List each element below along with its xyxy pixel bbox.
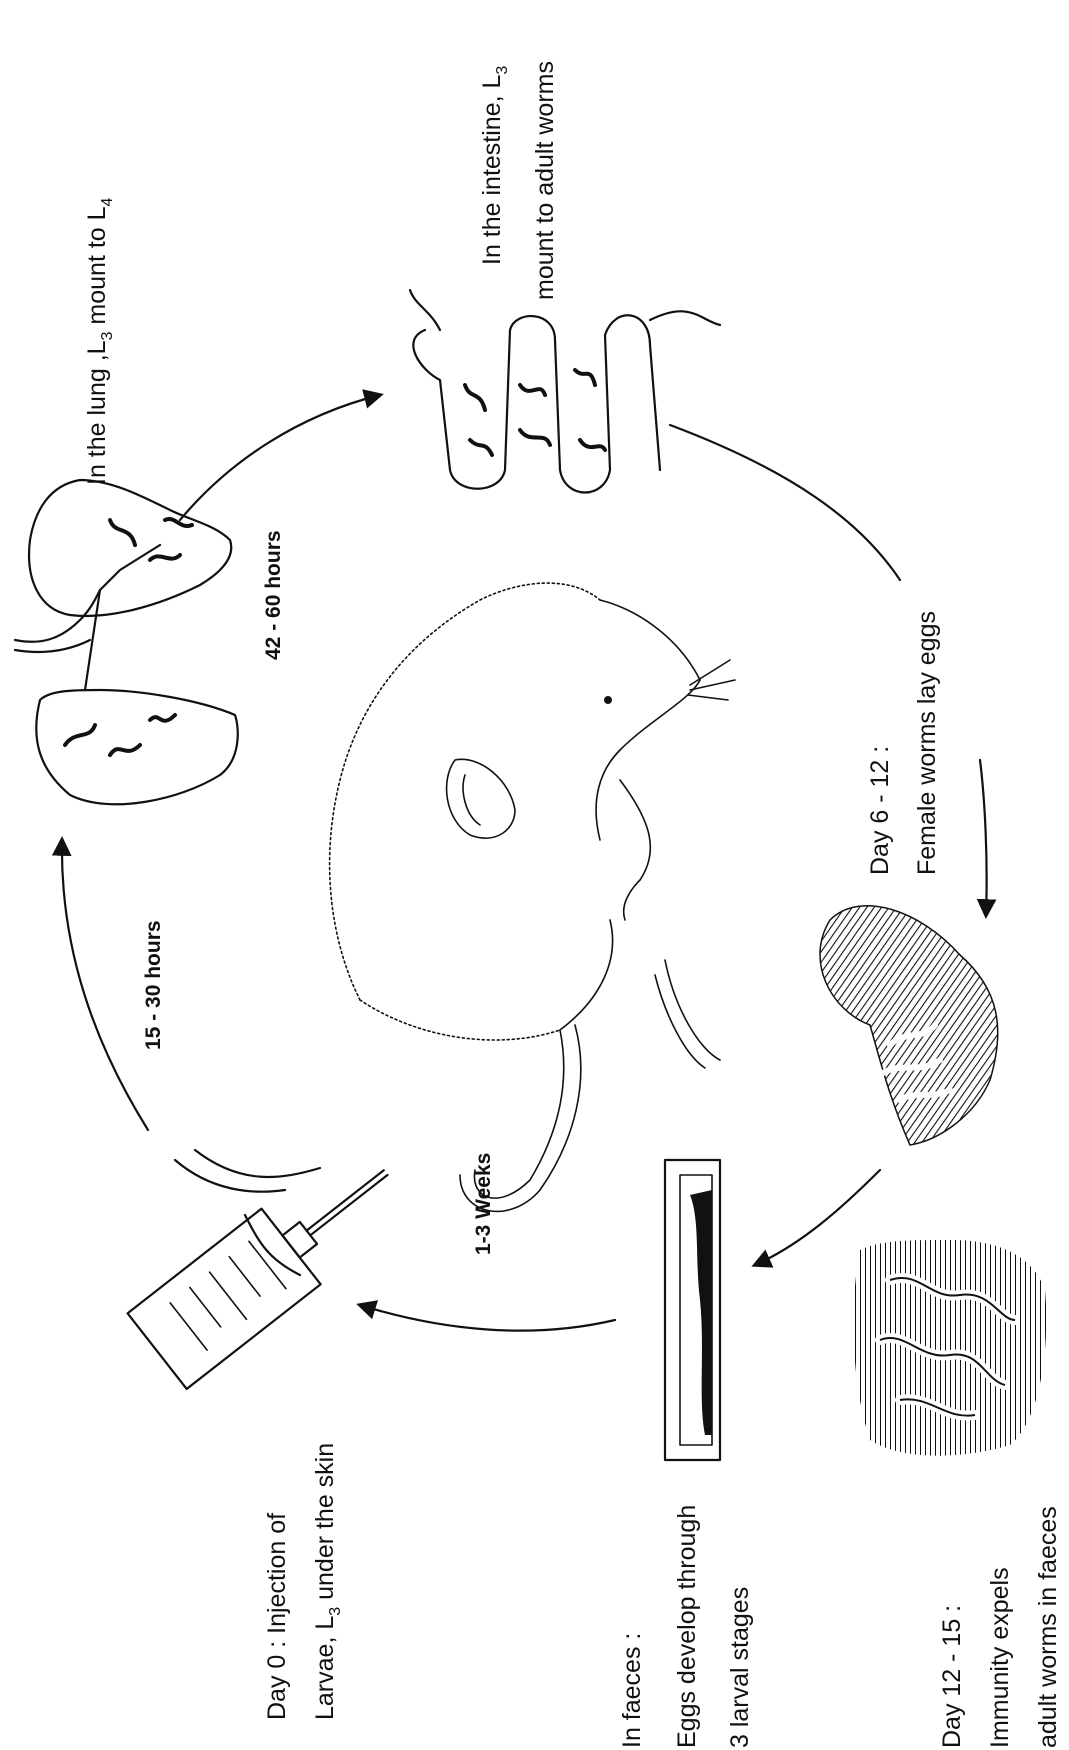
label-intestine-line2: mount to adult worms	[531, 61, 559, 300]
label-female-line1: Day 6 - 12 :	[866, 746, 894, 875]
arrow-injection-to-lung	[62, 840, 148, 1130]
label-faeces-line1: In faeces :	[618, 1633, 646, 1748]
intestine-icon	[410, 290, 720, 493]
arrow-female-down	[980, 760, 987, 915]
faeces-icon	[820, 906, 998, 1145]
label-female-line2: Female worms lay eggs	[913, 611, 941, 875]
label-lung: In the lung ,L3 mount to L4	[83, 197, 116, 485]
mouse-icon	[330, 583, 735, 1211]
lungs-icon	[15, 480, 238, 804]
duration-15-30-hours: 15 - 30 hours	[142, 920, 165, 1050]
label-injection-line2: Larvae, L3 under the skin	[311, 1443, 344, 1720]
slide-icon	[665, 1160, 720, 1460]
label-immunity-line3: adult worms in faeces	[1034, 1506, 1062, 1748]
label-immunity-line1: Day 12 - 15 :	[938, 1605, 966, 1748]
label-immunity-line2: Immunity expels	[986, 1567, 1014, 1748]
label-injection-line1: Day 0 : Injection of	[263, 1513, 291, 1720]
duration-1-3-weeks: 1-3 Weeks	[472, 1153, 495, 1255]
syringe-icon	[128, 1135, 416, 1389]
label-faeces-line3: 3 larval stages	[726, 1587, 754, 1748]
label-intestine-line1: In the intestine, L3	[478, 66, 511, 265]
arrow-lung-to-intestine	[180, 395, 380, 520]
duration-42-60-hours: 42 - 60 hours	[262, 530, 285, 660]
arrow-slide-to-injection	[360, 1305, 615, 1331]
arrow-intestine-to-female	[670, 425, 900, 580]
expelled-worms-icon	[853, 1240, 1046, 1456]
label-faeces-line2: Eggs develop through	[673, 1505, 701, 1748]
